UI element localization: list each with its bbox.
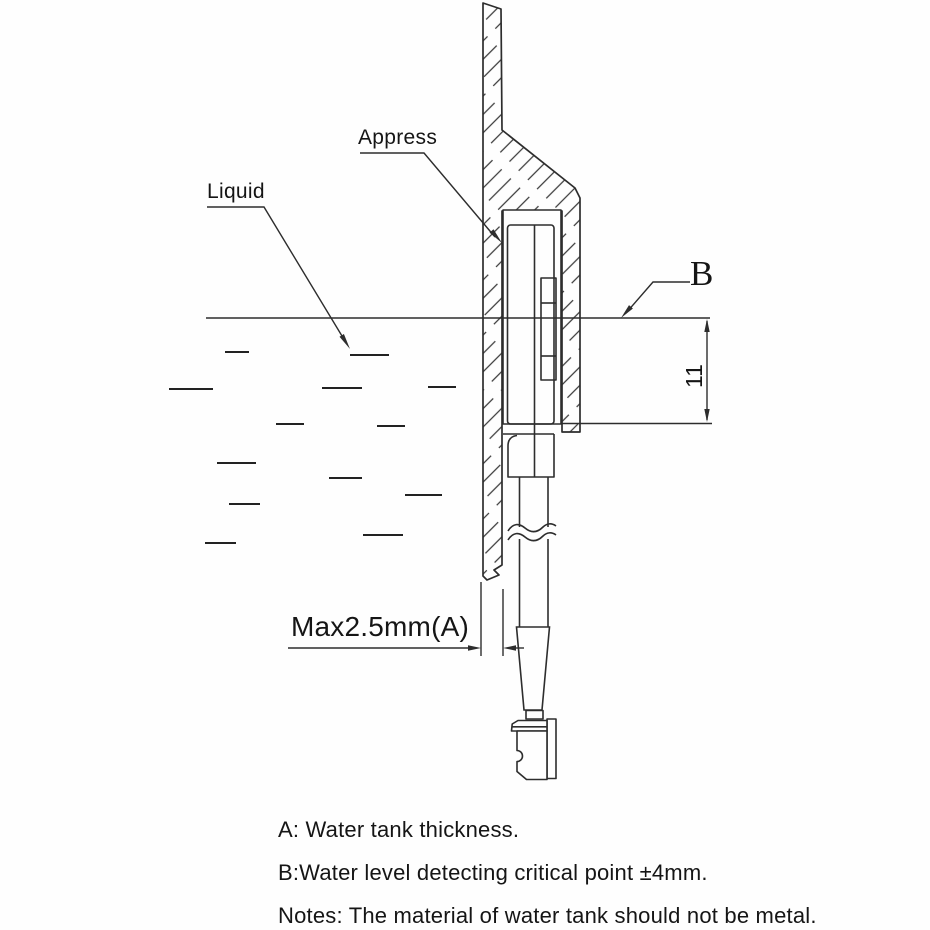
depth-dimension-value: 11	[681, 364, 707, 388]
note-b: B:Water level detecting critical point ±…	[278, 860, 708, 885]
arrowhead-icon	[339, 334, 350, 349]
break-line-icon	[507, 523, 557, 533]
critical-point-label: B	[690, 254, 714, 293]
arrowhead-icon	[503, 645, 516, 651]
tank-wall-section	[482, 2, 581, 581]
arrowhead-icon	[704, 409, 710, 422]
note-material: Notes: The material of water tank should…	[278, 903, 817, 928]
arrowhead-icon	[704, 319, 710, 332]
wall-thickness-dimension-value: Max2.5mm(A)	[291, 611, 469, 642]
depth-dimension	[561, 319, 712, 425]
b-leader	[621, 281, 690, 318]
sensor-cable	[507, 477, 557, 711]
arrowhead-icon	[489, 229, 502, 243]
detector-element	[540, 277, 557, 381]
appress-label: Appress	[358, 126, 438, 149]
liquid-dashes	[169, 351, 456, 544]
break-line-icon	[507, 532, 557, 542]
liquid-leader	[207, 206, 350, 349]
liquid-label: Liquid	[207, 180, 265, 203]
note-a: A: Water tank thickness.	[278, 817, 520, 842]
arrowhead-icon	[468, 645, 481, 651]
arrowhead-icon	[621, 305, 633, 318]
sensor-body	[502, 209, 562, 478]
cable-connector	[510, 709, 557, 781]
appress-leader	[360, 152, 502, 243]
thickness-dimension	[288, 582, 524, 656]
